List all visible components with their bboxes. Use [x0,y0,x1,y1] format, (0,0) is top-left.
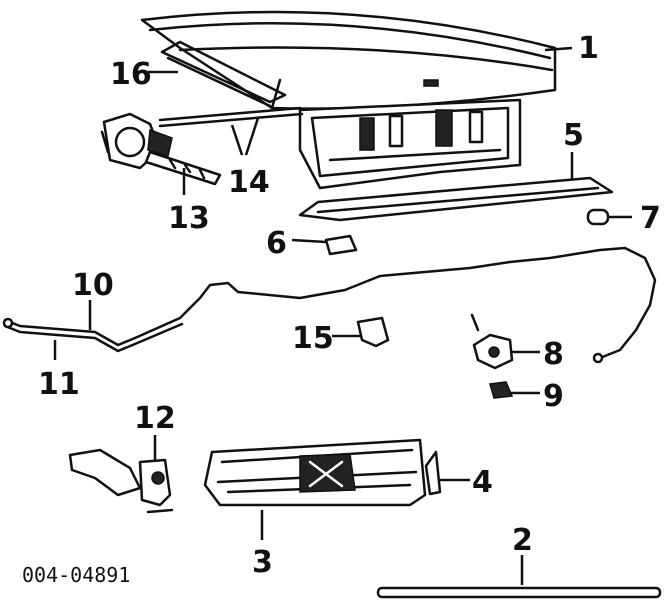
lock-cylinder-part [470,313,514,370]
release-cable-part [2,246,657,364]
callout-5: 5 [563,118,584,153]
callout-2: 2 [512,523,533,558]
callout-13: 13 [168,201,210,236]
pad-part [324,234,358,256]
bracket-part [424,450,442,496]
callout-10: 10 [72,268,114,303]
bumper-stop-part [586,208,610,226]
callout-16: 16 [110,57,152,92]
latch-part [68,448,174,514]
trunk-inner-frame-part [298,98,522,190]
callout-6: 6 [266,226,287,261]
callout-9: 9 [543,379,564,414]
callout-11: 11 [38,367,80,402]
hinge-assembly-part [100,106,304,186]
retainer-part [489,381,514,399]
support-rod-part [376,586,662,599]
callout-12: 12 [134,401,176,436]
callout-7: 7 [640,201,661,236]
callout-4: 4 [472,465,493,500]
garnish-panel-part [203,438,427,507]
callout-1: 1 [578,31,599,66]
diagram-code: 004-04891 [22,563,130,587]
callout-14: 14 [228,165,270,200]
callout-3: 3 [252,545,273,580]
trunk-lid-part [140,10,557,110]
callout-15: 15 [292,321,334,356]
cable-clip-part [356,316,390,348]
trim-strip-part [298,176,614,222]
weatherstrip-part [160,40,287,108]
leader-lines [53,46,632,585]
callout-8: 8 [543,337,564,372]
